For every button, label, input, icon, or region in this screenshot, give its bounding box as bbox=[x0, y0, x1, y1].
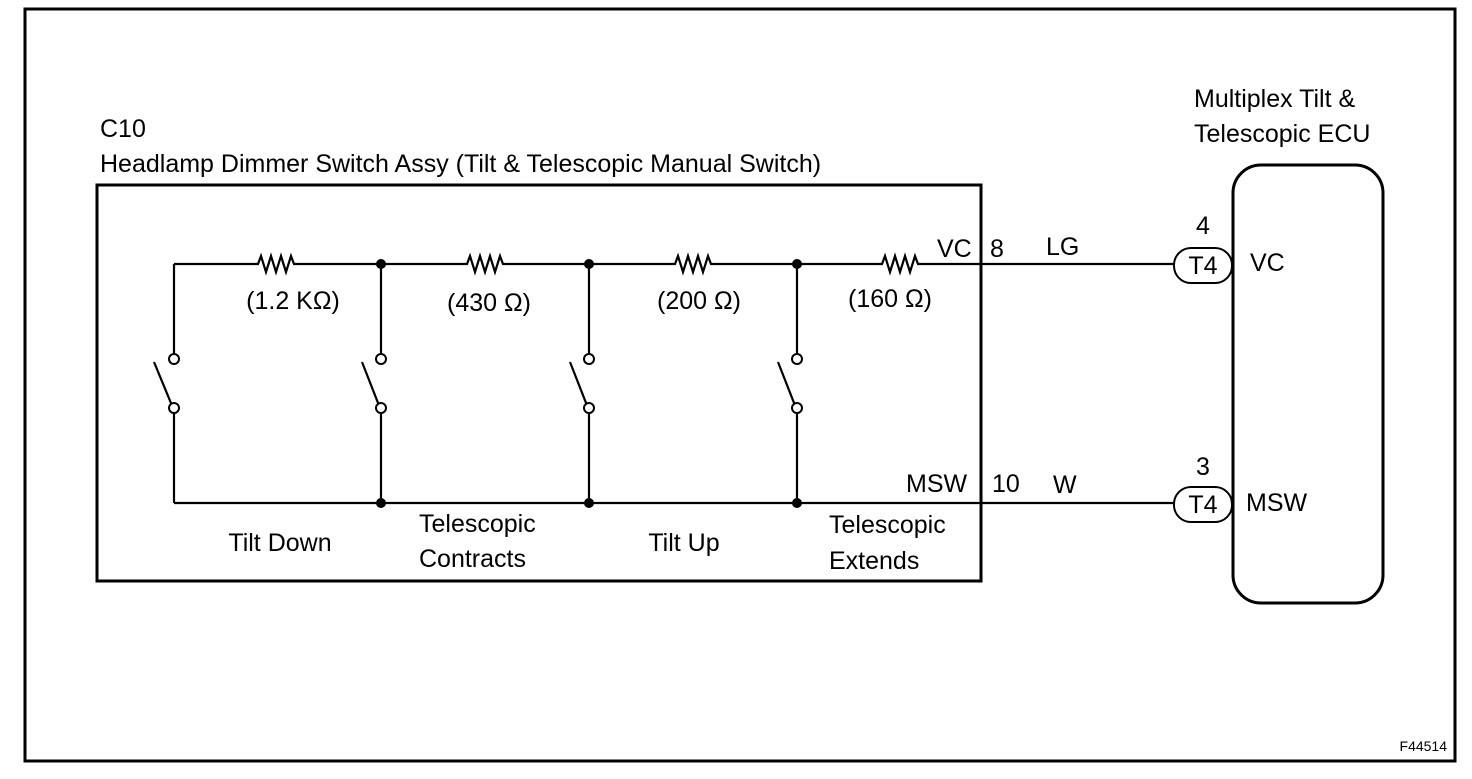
ecu-connector-label-msw: T4 bbox=[1188, 491, 1217, 519]
switch-blade-4 bbox=[776, 361, 798, 409]
outer-frame bbox=[23, 7, 1457, 763]
switch-terminal-vc: VC bbox=[937, 235, 972, 263]
switch-contact-2-upper bbox=[375, 353, 387, 365]
switch-contact-1-upper bbox=[168, 353, 180, 365]
switch-pin-8: 8 bbox=[990, 235, 1004, 263]
switch-contact-4-upper bbox=[791, 353, 803, 365]
switch-pin-10: 10 bbox=[992, 470, 1020, 498]
figure-code: F44514 bbox=[1400, 738, 1448, 754]
ecu-name-line-1: Multiplex Tilt & bbox=[1194, 85, 1355, 113]
ecu-connector-t4-msw bbox=[1173, 486, 1233, 523]
resistor-label-2: (430 Ω) bbox=[447, 289, 531, 317]
function-label-telescopic-contracts-2: Contracts bbox=[419, 545, 526, 573]
junction-node bbox=[584, 498, 594, 508]
ecu-connector-t4-vc bbox=[1173, 247, 1233, 284]
junction-node bbox=[792, 498, 802, 508]
ecu-pin-4: 4 bbox=[1196, 212, 1210, 240]
switch-blade-2 bbox=[360, 361, 382, 409]
switch-contact-3-lower bbox=[583, 402, 595, 414]
top-bus-wire bbox=[174, 252, 935, 276]
function-label-tilt-up: Tilt Up bbox=[648, 529, 719, 557]
function-label-tilt-down: Tilt Down bbox=[228, 529, 331, 557]
switch-assy-box bbox=[95, 183, 983, 583]
switch-contact-3-upper bbox=[583, 353, 595, 365]
switch-blade-3 bbox=[568, 361, 590, 409]
ecu-connector-label-vc: T4 bbox=[1188, 252, 1217, 280]
junction-node bbox=[584, 259, 594, 269]
switch-contact-4-lower bbox=[791, 402, 803, 414]
ecu-terminal-msw: MSW bbox=[1246, 489, 1308, 517]
function-label-telescopic-extends-2: Extends bbox=[829, 547, 919, 575]
resistor-label-3: (200 Ω) bbox=[657, 287, 741, 315]
ecu-pin-3: 3 bbox=[1196, 453, 1210, 481]
function-label-telescopic-extends-1: Telescopic bbox=[829, 511, 946, 539]
switch-contact-2-lower bbox=[375, 402, 387, 414]
resistor-label-1: (1.2 KΩ) bbox=[246, 287, 340, 315]
ecu-box bbox=[1231, 163, 1385, 605]
switch-terminal-msw: MSW bbox=[906, 470, 968, 498]
switch-contact-1-lower bbox=[168, 402, 180, 414]
junction-node bbox=[376, 259, 386, 269]
switch-blade-1 bbox=[152, 361, 175, 409]
wire-color-w: W bbox=[1053, 471, 1077, 499]
switch-assy-name: Headlamp Dimmer Switch Assy (Tilt & Tele… bbox=[100, 150, 821, 178]
junction-node bbox=[376, 498, 386, 508]
wire-color-lg: LG bbox=[1046, 233, 1079, 261]
switch-assy-code: C10 bbox=[100, 115, 146, 143]
ecu-name-line-2: Telescopic ECU bbox=[1194, 120, 1370, 148]
resistor-label-4: (160 Ω) bbox=[848, 285, 932, 313]
ecu-terminal-vc: VC bbox=[1250, 249, 1285, 277]
junction-node bbox=[792, 259, 802, 269]
function-label-telescopic-contracts-1: Telescopic bbox=[419, 510, 536, 538]
